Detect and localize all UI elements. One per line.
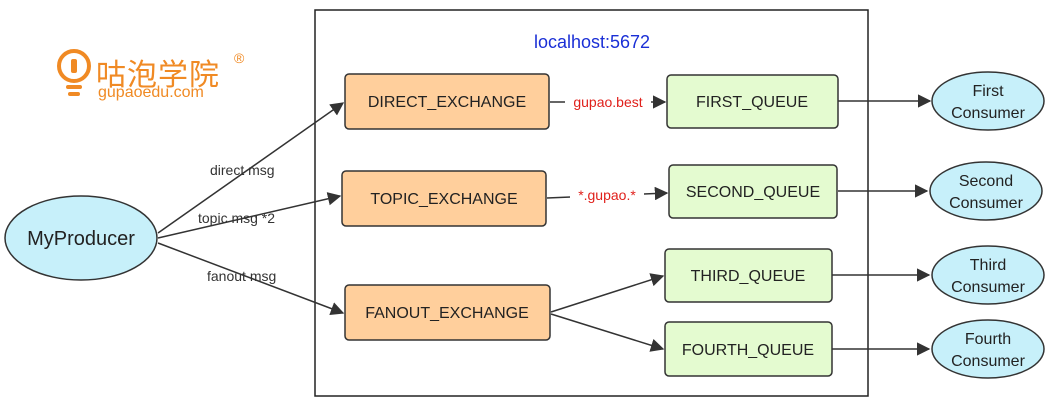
edge-producer-fanout: [157, 242, 345, 316]
gupao-logo: 咕泡学院 ® gupaoedu.com: [54, 48, 264, 108]
exchange-direct-label: DIRECT_EXCHANGE: [368, 94, 526, 111]
consumer-first: First Consumer: [931, 71, 1045, 131]
consumer-third-line2: Consumer: [951, 279, 1025, 296]
lightbulb-icon: [57, 49, 91, 96]
edge-label-topic: topic msg *2: [198, 210, 275, 226]
logo-domain: gupaoedu.com: [98, 84, 204, 101]
consumer-third-line1: Third: [970, 257, 1006, 274]
exchange-fanout-label: FANOUT_EXCHANGE: [365, 305, 529, 322]
broker-boundary: [314, 9, 869, 397]
queue-first-label: FIRST_QUEUE: [696, 94, 808, 111]
logo-wordmark: 咕泡学院: [96, 58, 220, 93]
consumer-second-line1: Second: [959, 173, 1013, 190]
producer-label: MyProducer: [27, 228, 135, 250]
queue-fourth: FOURTH_QUEUE: [664, 321, 833, 377]
producer-node: MyProducer: [4, 195, 158, 281]
edge-label-fanout: fanout msg: [207, 268, 276, 284]
consumer-second-line2: Consumer: [949, 195, 1023, 212]
queue-fourth-label: FOURTH_QUEUE: [682, 342, 814, 359]
routing-key-topic: *.gupao.*: [578, 187, 636, 203]
consumer-edges: [832, 94, 932, 356]
consumer-first-line2: Consumer: [951, 105, 1025, 122]
queue-first: FIRST_QUEUE: [666, 74, 839, 129]
exchange-topic-label: TOPIC_EXCHANGE: [370, 191, 517, 208]
consumer-fourth-line2: Consumer: [951, 353, 1025, 370]
exchange-fanout: FANOUT_EXCHANGE: [344, 284, 551, 341]
queue-third-label: THIRD_QUEUE: [691, 268, 806, 285]
binding-fanout-fourth: [550, 313, 665, 352]
binding-edges: gupao.best *.gupao.*: [546, 92, 669, 352]
consumer-second: Second Consumer: [929, 161, 1043, 221]
broker-label: localhost:5672: [534, 32, 650, 52]
queue-second-label: SECOND_QUEUE: [686, 184, 820, 201]
queue-third: THIRD_QUEUE: [664, 248, 833, 303]
queue-second: SECOND_QUEUE: [668, 164, 838, 219]
exchange-direct: DIRECT_EXCHANGE: [344, 73, 550, 130]
binding-fanout-third: [550, 273, 665, 313]
exchange-topic: TOPIC_EXCHANGE: [341, 170, 547, 227]
consumer-third: Third Consumer: [931, 245, 1045, 305]
edge-producer-topic: [157, 192, 342, 239]
consumer-fourth: Fourth Consumer: [931, 319, 1045, 379]
consumer-first-line1: First: [972, 83, 1004, 100]
registered-mark: ®: [234, 50, 245, 66]
edge-label-direct: direct msg: [210, 162, 275, 178]
edge-producer-direct: [157, 102, 345, 234]
consumer-fourth-line1: Fourth: [965, 331, 1011, 348]
routing-key-direct: gupao.best: [573, 94, 642, 110]
producer-edges: direct msg topic msg *2 fanout msg: [157, 102, 345, 316]
